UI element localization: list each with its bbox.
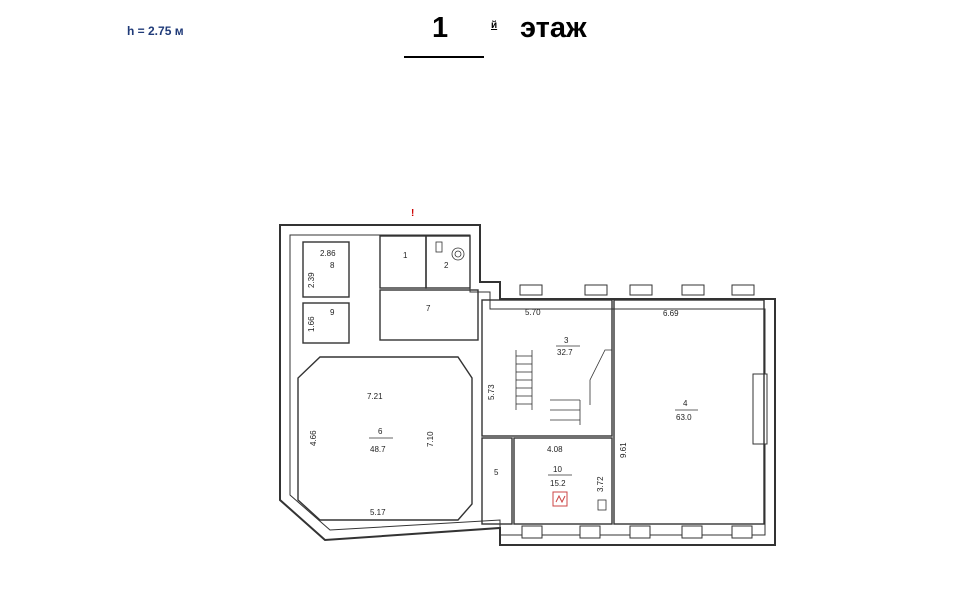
meter-icon — [597, 499, 607, 511]
floor-title: этаж — [520, 12, 587, 44]
toilet-fixture — [435, 241, 465, 261]
dim-room6-right: 7.10 — [426, 431, 435, 447]
dim-room8-height: 2.39 — [307, 272, 316, 288]
dim-room10-top: 4.08 — [547, 445, 563, 454]
dim-room6-bottom: 5.17 — [370, 508, 386, 517]
room-3-number: 3 — [564, 336, 569, 345]
room-10-area: 15.2 — [550, 479, 566, 488]
dim-room4-left: 9.61 — [619, 442, 628, 458]
room-5-number: 5 — [494, 468, 499, 477]
dim-room3-left: 5.73 — [487, 384, 496, 400]
room-8-number: 8 — [330, 261, 335, 270]
dim-room3-top: 5.70 — [525, 308, 541, 317]
dim-room8-width: 2.86 — [320, 249, 336, 258]
dim-room9-height: 1.66 — [307, 316, 316, 332]
room-3-area: 32.7 — [557, 348, 573, 357]
floor-number: 1 — [432, 12, 449, 44]
dim-room4-top: 6.69 — [663, 309, 679, 318]
room-4-area: 63.0 — [676, 413, 692, 422]
ceiling-height-label: h = 2.75 м — [127, 24, 184, 38]
room-7-number: 7 — [426, 304, 431, 313]
room-labels: 1 2 3 32.7 4 63.0 5 6 48.7 7 8 9 10 15.2 — [330, 251, 698, 488]
dim-room6-left: 4.66 — [309, 430, 318, 446]
room-1-number: 1 — [403, 251, 408, 260]
room-6-area: 48.7 — [370, 445, 386, 454]
title-underline — [404, 56, 484, 58]
room-9-number: 9 — [330, 308, 335, 317]
staircase — [515, 349, 612, 425]
dim-room6-top: 7.21 — [367, 392, 383, 401]
room-6-number: 6 — [378, 427, 383, 436]
interior-walls — [297, 235, 765, 525]
room-4-number: 4 — [683, 399, 688, 408]
electrical-panel-icon — [552, 491, 568, 507]
floor-number-suffix: й — [491, 20, 498, 31]
room-2-number: 2 — [444, 261, 449, 270]
dim-room10-right: 3.72 — [596, 476, 605, 492]
dimension-labels: 2.86 2.39 1.66 7.21 4.66 7.10 5.17 5.70 … — [307, 249, 679, 517]
entrance-mark: ! — [411, 208, 414, 219]
outer-walls — [279, 224, 776, 546]
room-10-number: 10 — [553, 465, 562, 474]
windows — [519, 284, 768, 539]
